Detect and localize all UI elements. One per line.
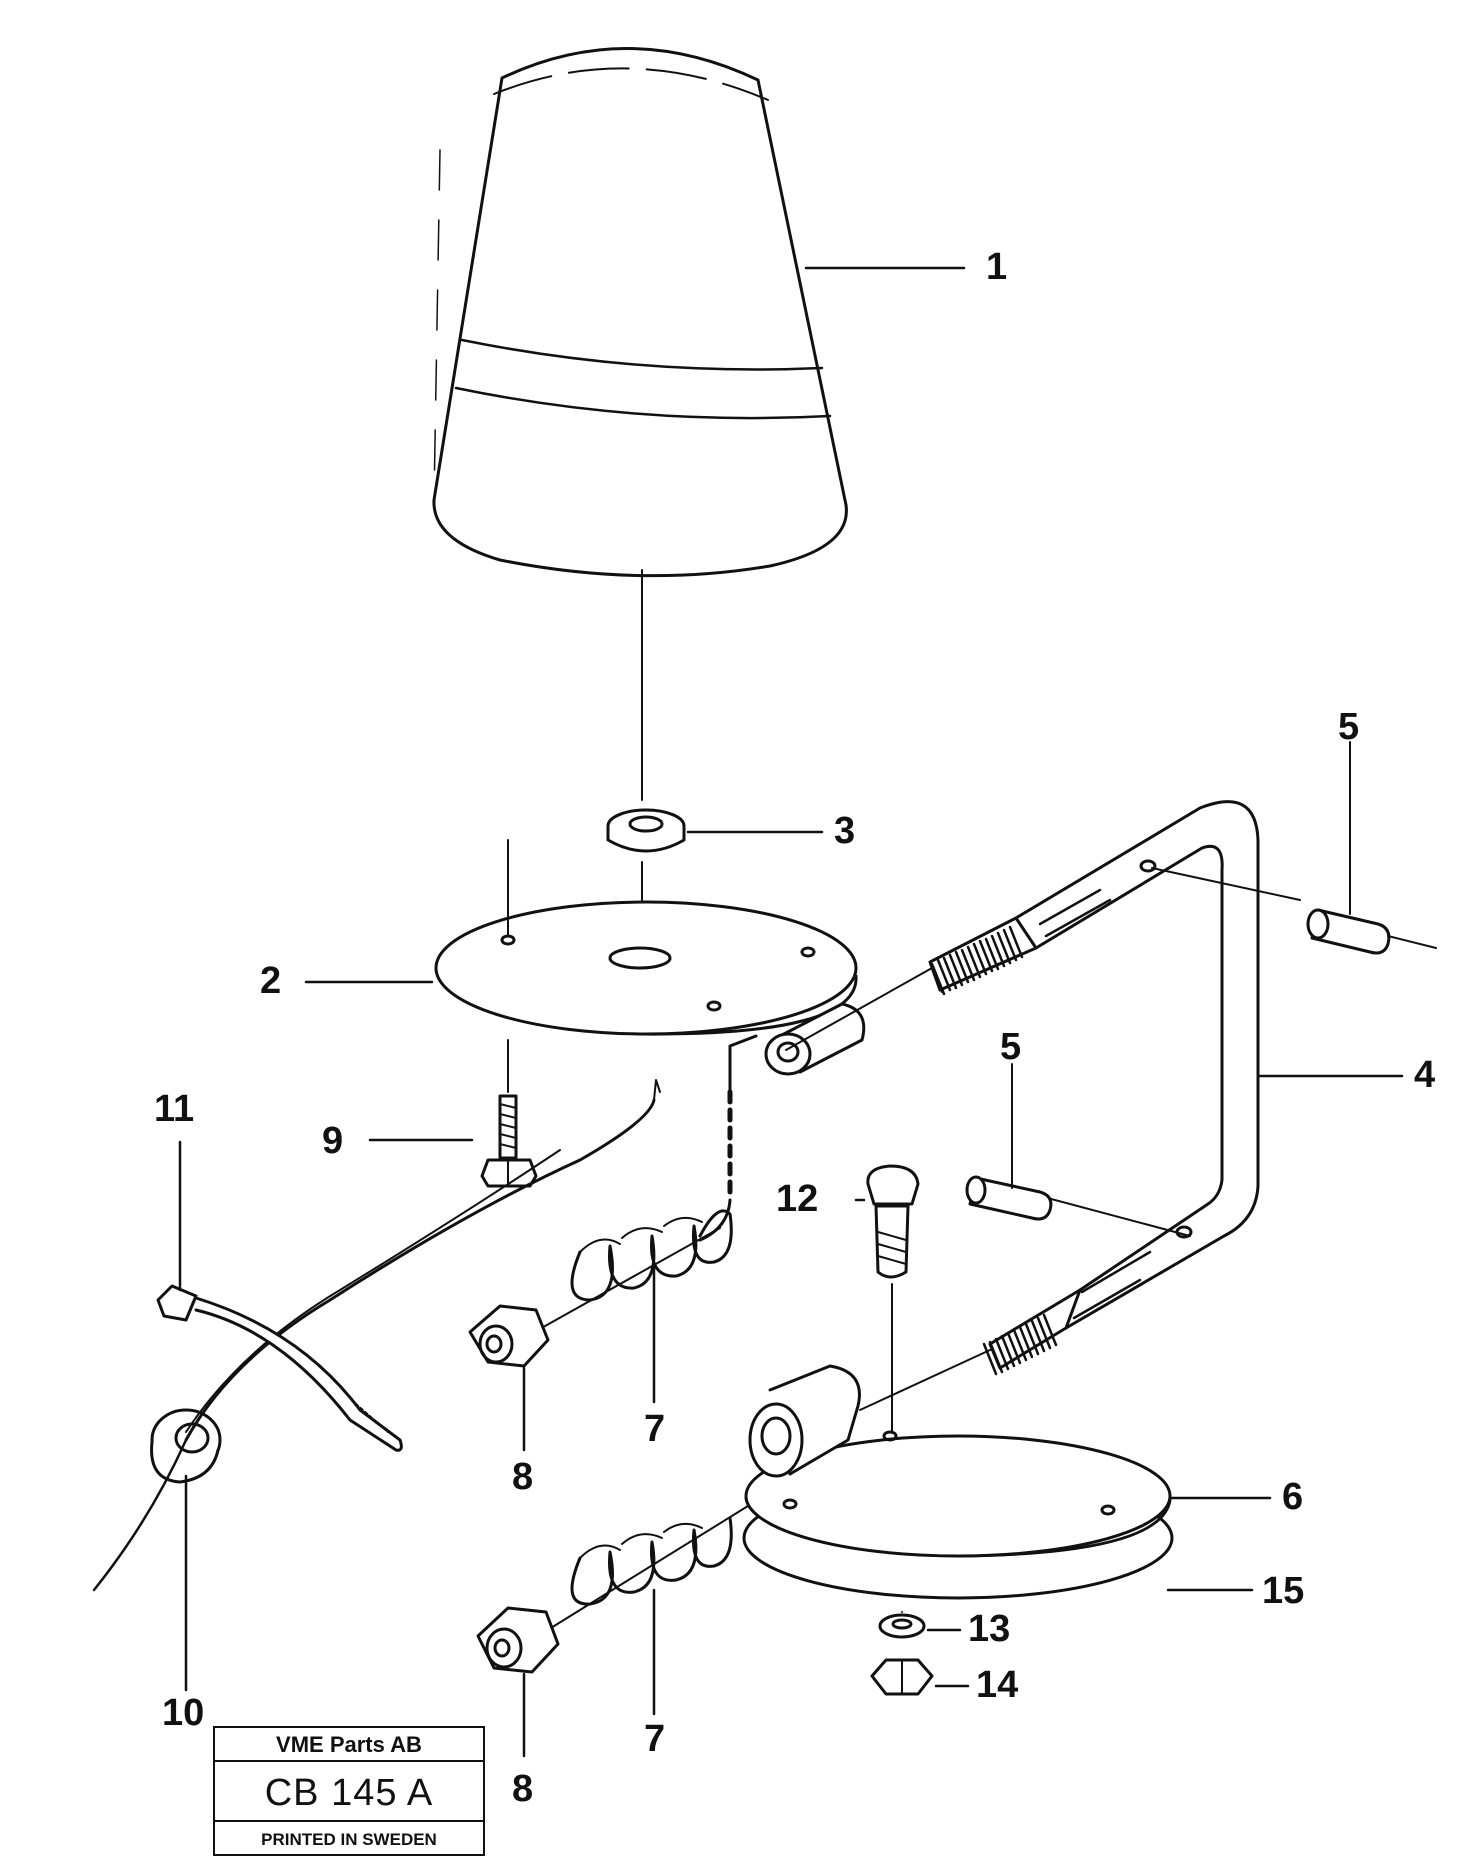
nut-14	[870, 1658, 934, 1696]
callout-10: 10	[162, 1692, 205, 1734]
nut-lower	[476, 1606, 560, 1674]
callout-11: 11	[154, 1088, 195, 1130]
callout-4: 4	[1414, 1054, 1436, 1096]
beacon-dome	[432, 47, 848, 578]
callout-7-lower: 7	[644, 1718, 666, 1760]
grommet	[606, 808, 686, 853]
cable-grommet-10	[150, 1408, 222, 1484]
company-name: VME Parts AB	[215, 1728, 483, 1762]
base-plate-6	[744, 1364, 1172, 1558]
connector-11	[156, 1284, 403, 1452]
callout-8-lower: 8	[512, 1768, 534, 1810]
callout-15: 15	[1262, 1570, 1305, 1612]
drawing-code: CB 145 A	[215, 1764, 483, 1822]
leader-lines	[178, 266, 1404, 1758]
spring-upper	[570, 1209, 733, 1302]
spring-lower	[570, 1516, 733, 1606]
bolt-12	[866, 1164, 920, 1279]
callout-14: 14	[976, 1664, 1019, 1706]
callout-9: 9	[322, 1120, 344, 1162]
callout-5-upper: 5	[1338, 706, 1360, 748]
bolt-9	[480, 1094, 538, 1188]
printed-note: PRINTED IN SWEDEN	[261, 1830, 437, 1849]
nut-upper	[468, 1304, 550, 1368]
pin-lower	[965, 1175, 1053, 1221]
callout-6: 6	[1282, 1476, 1304, 1518]
washer-13	[878, 1613, 926, 1639]
callout-5-lower: 5	[1000, 1026, 1022, 1068]
callout-3: 3	[834, 810, 856, 852]
u-bracket	[928, 800, 1260, 1376]
callout-12: 12	[776, 1178, 819, 1220]
title-block: VME Parts AB CB 145 A PRINTED IN SWEDEN	[213, 1726, 485, 1856]
mounting-plate	[434, 900, 866, 1242]
pin-upper	[1306, 908, 1391, 955]
callout-1: 1	[986, 246, 1008, 288]
callout-8-upper: 8	[512, 1456, 534, 1498]
callout-2: 2	[260, 960, 282, 1002]
callout-7-upper: 7	[644, 1408, 666, 1450]
callout-13: 13	[968, 1608, 1011, 1650]
